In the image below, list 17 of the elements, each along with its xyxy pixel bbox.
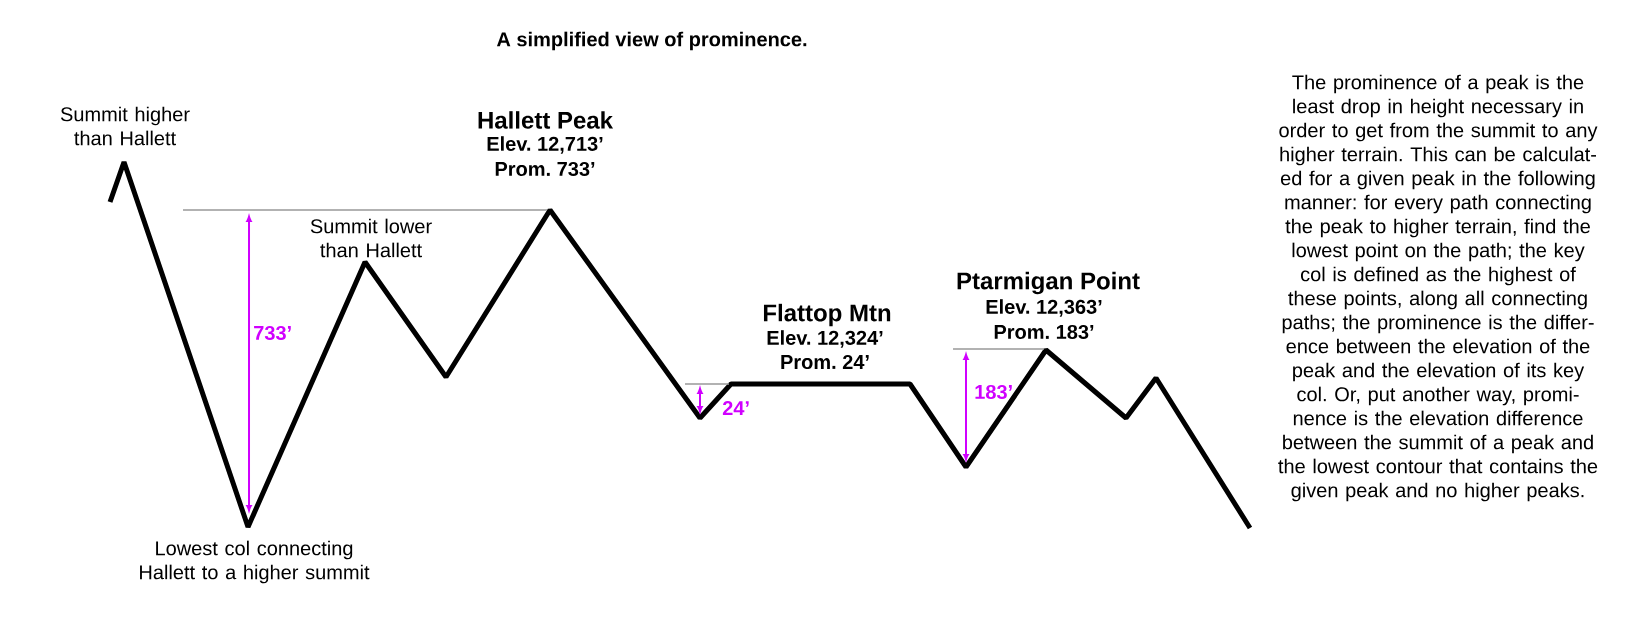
summit-label: Summit lower than Hallett — [310, 218, 432, 258]
prominence-label: Prom. 183’ — [994, 324, 1094, 340]
col-label: Lowest col connecting Hallett to a higher summit — [140, 540, 370, 584]
dimension-value: 733’ — [254, 325, 291, 341]
prominence-label: Prom. 733’ — [495, 161, 595, 177]
dimension-value: 24’ — [722, 401, 749, 415]
elevation-label: Elev. 12,324’ — [767, 330, 883, 348]
peak-name: Ptarmigan Point — [957, 271, 1140, 295]
title: A simplified view of prominence. — [496, 31, 807, 51]
dimension-value: 183’ — [975, 384, 1012, 400]
peak-name: Flattop Mtn — [763, 303, 891, 327]
prominence-label: Prom. 24’ — [781, 354, 869, 370]
peak-name: Hallett Peak — [478, 111, 614, 129]
elevation-label: Elev. 12,363’ — [986, 299, 1102, 317]
summit-label: Summit higher than Hallett — [60, 106, 190, 146]
description-paragraph: The prominence of a peak is the least drop in height necessary in order to get from the summit to any higher terrain. This can be calculat- ed for a given peak in the following manner: for every path connecting the peak to higher terrain, find the lowest point on the path; the key col is defined as the highest of these points, along all connecting paths; the prominence is the differ- ence between the elevation of the peak and the elevation of its key col. Or, put another way, promi- nence is the elevation difference between the summit of a peak and the lowest contour that contains the given peak and no higher peaks. — [1278, 74, 1598, 502]
elevation-label: Elev. 12,713’ — [487, 136, 603, 154]
